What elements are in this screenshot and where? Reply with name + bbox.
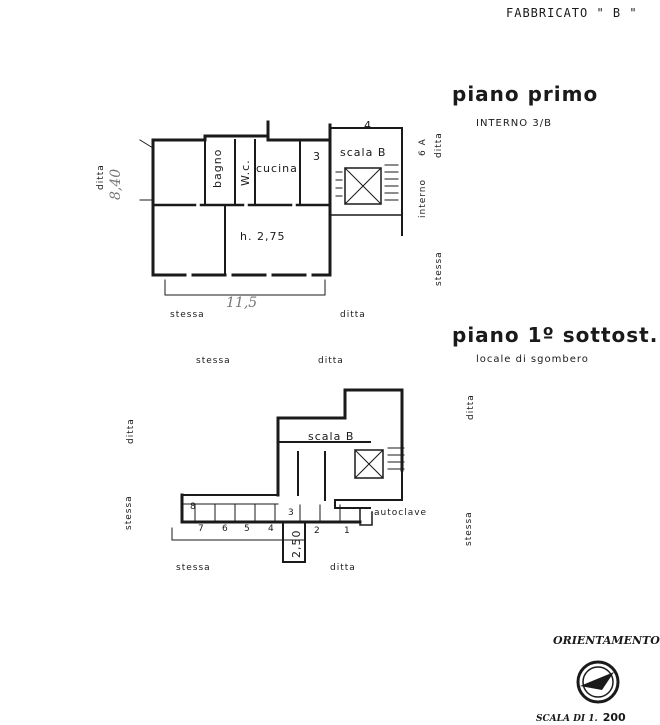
floor1-bottom-ditta: ditta: [340, 310, 366, 320]
marker-interno: interno: [418, 178, 428, 218]
marker-4: 4: [364, 119, 372, 132]
cellar-number: 7: [198, 524, 205, 534]
basement-top-ditta: ditta: [318, 356, 344, 366]
building-label: FABBRICATO " B ": [506, 6, 638, 20]
basement-plan: [171, 388, 405, 563]
floor1-unit: INTERNO 3/B: [476, 118, 552, 129]
floor-plan-drawing: [139, 120, 620, 704]
cellar-number: 4: [268, 524, 275, 534]
cellar-number: 5: [244, 524, 251, 534]
basement-right-stessa: stessa: [464, 511, 474, 546]
basement-subtitle: locale di sgombero: [476, 354, 589, 365]
autoclave-label: autoclave: [374, 508, 428, 518]
basement-bottom-ditta: ditta: [330, 563, 356, 573]
basement-left-ditta: ditta: [126, 418, 136, 444]
marker-6a: 6 A: [418, 138, 428, 156]
basement-bottom-stessa: stessa: [176, 563, 211, 573]
scale-prefix: SCALA DI 1.: [536, 714, 598, 724]
cellar-number: 1: [344, 526, 351, 536]
floor1-right-ditta: ditta: [434, 132, 444, 158]
orientation-label: ORIENTAMENTO: [553, 634, 660, 647]
cellar-number: 8: [190, 502, 197, 512]
floor1-height: h. 2,75: [240, 230, 286, 243]
room-cucina: cucina: [256, 162, 298, 175]
floor1-stair-label: scala B: [340, 146, 387, 159]
basement-top-stessa: stessa: [196, 356, 231, 366]
handwritten-area: 11,5: [226, 295, 258, 311]
room-wc: W.c.: [239, 159, 252, 186]
marker-3: 3: [313, 150, 321, 163]
floor1-bottom-stessa: stessa: [170, 310, 205, 320]
basement-right-ditta: ditta: [466, 394, 476, 420]
room-bagno: bagno: [211, 148, 224, 188]
floor1-title: piano primo: [452, 82, 599, 106]
handwritten-side: 8,40: [108, 168, 124, 200]
floor1-right-stessa: stessa: [434, 251, 444, 286]
floor1-left-ditta: ditta: [96, 164, 106, 190]
compass-rose: [576, 660, 620, 704]
scale-label: SCALA DI 1. 200: [536, 706, 626, 725]
basement-height: 2,50: [290, 529, 303, 559]
cellar-number: 3: [288, 508, 295, 518]
basement-left-stessa: stessa: [124, 495, 134, 530]
basement-title: piano 1º sottost.: [452, 323, 659, 347]
basement-stair-label: scala B: [308, 430, 355, 443]
cellar-number: 6: [222, 524, 229, 534]
cellar-number: 2: [314, 526, 321, 536]
first-floor-plan: [139, 120, 403, 296]
scale-value: 200: [602, 711, 626, 724]
